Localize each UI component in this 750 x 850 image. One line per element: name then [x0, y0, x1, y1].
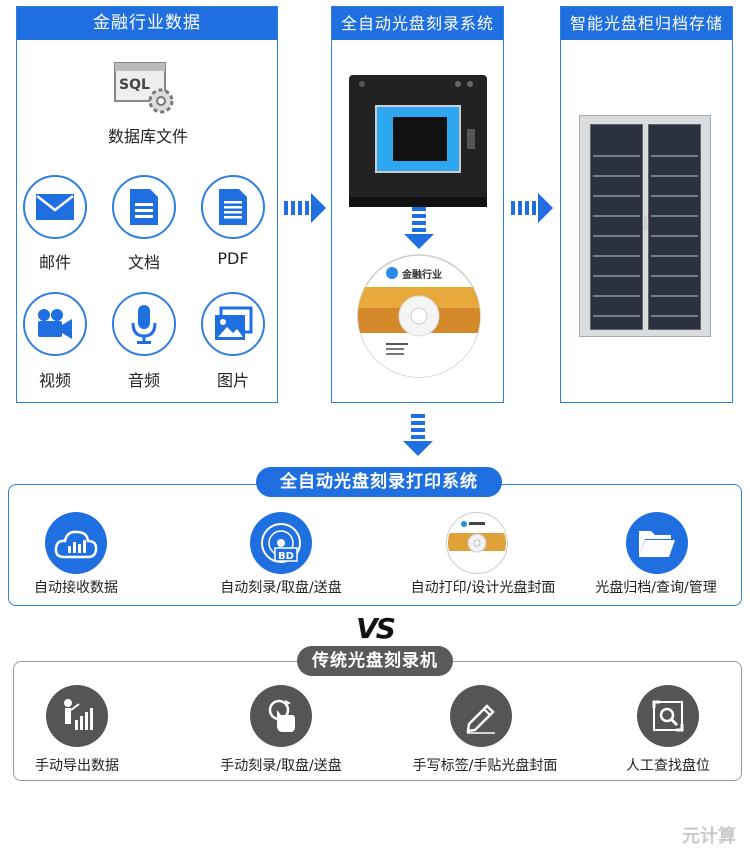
hand-label-circle — [450, 685, 512, 747]
arrow-down-icon — [403, 414, 433, 456]
arrow-right-icon — [284, 193, 326, 223]
vs-label: VS — [356, 612, 396, 645]
person-chart-icon — [64, 699, 93, 730]
cloud-chart-icon — [54, 530, 98, 559]
archive-circle — [626, 512, 688, 574]
manual-find-circle — [637, 685, 699, 747]
bluray-disc-icon: BD — [261, 523, 301, 563]
pdf-label: PDF — [217, 249, 249, 268]
cabinet-panel: 智能光盘柜归档存储 — [560, 6, 733, 403]
mail-icon — [36, 194, 74, 220]
arrow-down-icon — [404, 207, 434, 249]
arrow-right-icon — [511, 193, 553, 223]
recorder-panel-title: 全自动光盘刻录系统 — [332, 7, 503, 40]
archive-label: 光盘归档/查询/管理 — [595, 580, 717, 596]
disc-recorder-device — [349, 75, 487, 207]
burn-disc-circle: BD — [250, 512, 312, 574]
pdf-icon — [219, 189, 247, 225]
image-icon — [215, 306, 253, 340]
pencil-icon — [466, 704, 495, 734]
mail-label: 邮件 — [38, 253, 71, 272]
svg-text:SQL: SQL — [119, 77, 150, 93]
printed-disc: 金融行业 — [356, 253, 482, 379]
svg-text:BD: BD — [278, 551, 294, 562]
image-label: 图片 — [216, 371, 249, 390]
burn-disc-label: 自动刻录/取盘/送盘 — [220, 580, 342, 596]
image-button — [201, 292, 265, 356]
document-icon — [130, 189, 158, 225]
hand-label-label: 手写标签/手贴光盘封面 — [412, 758, 558, 774]
export-data-label: 手动导出数据 — [35, 758, 119, 774]
printed-disc-icon — [448, 514, 506, 572]
receive-data-label: 自动接收数据 — [34, 580, 118, 596]
video-button — [23, 292, 87, 356]
manual-burn-label: 手动刻录/取盘/送盘 — [220, 758, 342, 774]
doc-label: 文档 — [127, 253, 160, 272]
folder-icon — [639, 531, 675, 557]
print-cover-label: 自动打印/设计光盘封面 — [410, 580, 556, 596]
video-camera-icon — [38, 309, 72, 339]
doc-button — [112, 175, 176, 239]
auto-system-title: 全自动光盘刻录打印系统 — [256, 467, 502, 497]
search-image-icon — [652, 700, 684, 732]
microphone-icon — [131, 305, 157, 344]
watermark: 元计算 — [682, 826, 736, 847]
mail-button — [23, 175, 87, 239]
database-file-icon: SQL — [113, 59, 179, 115]
recorder-panel: 全自动光盘刻录系统 — [331, 6, 504, 403]
export-data-circle — [46, 685, 108, 747]
traditional-title: 传统光盘刻录机 — [297, 646, 453, 676]
data-panel: 金融行业数据 SQL 数据库文件 邮件 文档 PDF 视频 — [16, 6, 278, 403]
audio-label: 音频 — [127, 371, 160, 390]
receive-data-circle — [45, 512, 107, 574]
hand-rotate-icon — [268, 699, 295, 732]
manual-burn-circle — [250, 685, 312, 747]
auto-system-box — [8, 484, 742, 606]
manual-find-label: 人工查找盘位 — [626, 758, 710, 774]
pdf-button — [201, 175, 265, 239]
traditional-box — [13, 661, 742, 781]
disc-cabinet-image — [579, 115, 711, 337]
audio-button — [112, 292, 176, 356]
data-panel-title: 金融行业数据 — [17, 7, 277, 40]
cabinet-panel-title: 智能光盘柜归档存储 — [561, 7, 732, 40]
database-file-label: 数据库文件 — [107, 127, 188, 146]
print-cover-circle — [446, 512, 508, 574]
disc-brand-label: 金融行业 — [402, 270, 442, 281]
video-label: 视频 — [38, 371, 71, 390]
